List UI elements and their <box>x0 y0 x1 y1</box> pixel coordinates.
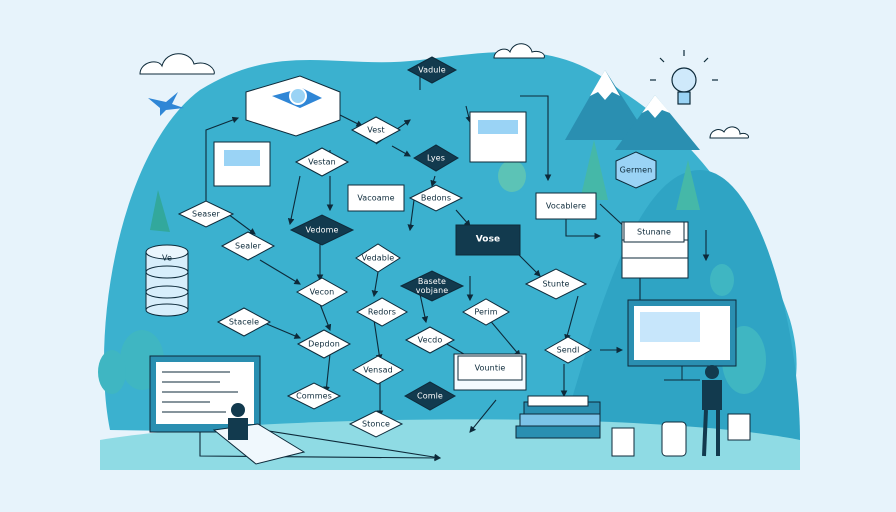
diagram-node-label: Lyes <box>427 154 445 163</box>
diagram-node-label: Vecon <box>310 288 335 297</box>
diagram-node-label: Vacoame <box>357 194 394 203</box>
diagram-node-label: Redors <box>368 308 396 317</box>
diagram-node-label: Vocablere <box>546 202 586 211</box>
diagram-node-label: Vensad <box>363 366 393 375</box>
diagram-node-label: Vest <box>367 126 384 135</box>
diagram-node-label: Vose <box>476 236 501 245</box>
diagram-node-label: Vestan <box>308 158 336 167</box>
diagram-node-label: Bedons <box>421 194 451 203</box>
diagram-node-label: Stunane <box>637 228 671 237</box>
diagram-node-label: Vountie <box>475 364 506 373</box>
book-stack-icon <box>516 396 600 438</box>
plant-pot-icon <box>728 414 750 440</box>
module-box-right <box>470 112 526 162</box>
diagram-node-label: Commes <box>296 392 332 401</box>
module-box-left <box>214 142 270 186</box>
diagram-node-label: Vadule <box>418 66 446 75</box>
diagram-node-label: Stonce <box>362 420 390 429</box>
jar-icon <box>662 422 686 456</box>
diagram-node-label: Perim <box>474 308 497 317</box>
lightbulb-icon <box>650 50 718 104</box>
diagram-node-label: Ve <box>162 254 172 263</box>
diagram-node-label: Sealer <box>235 242 261 251</box>
diagram-node-label: Vedome <box>305 226 338 235</box>
diagram-node-label: Vecdo <box>418 336 443 345</box>
diagram-node-label: Seaser <box>192 210 220 219</box>
diagram-node-label: Germen <box>620 166 653 175</box>
diagram-node-label: Vedable <box>362 254 395 263</box>
diagram-node-label: Stunte <box>542 280 569 289</box>
diagram-node-label: Depdon <box>308 340 340 349</box>
cup-icon <box>612 428 634 456</box>
diagram-node-label: Stacele <box>229 318 259 327</box>
diagram-node-label: Sendl <box>557 346 580 355</box>
diagram-node-label: Comle <box>417 392 443 401</box>
